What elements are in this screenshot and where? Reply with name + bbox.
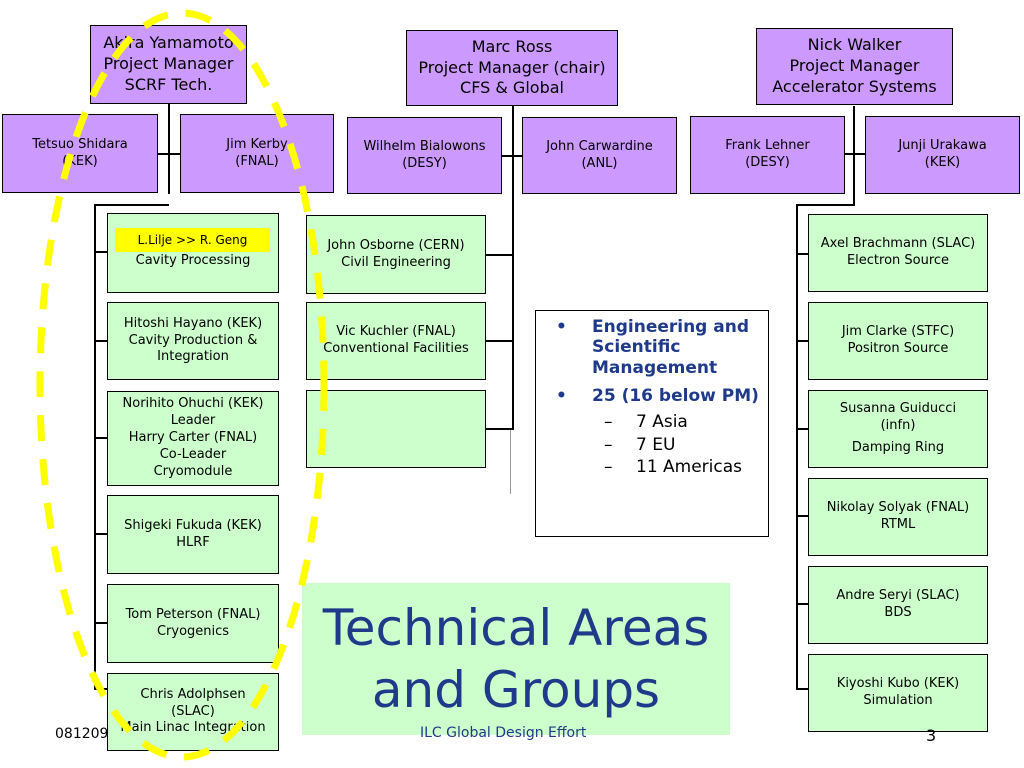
deputy-name: Wilhelm Bialowons	[363, 138, 486, 154]
manager-role: Project Manager	[789, 56, 920, 76]
area-line: (infn)	[880, 417, 916, 433]
technical-area-box: Vic Kuchler (FNAL) Conventional Faciliti…	[306, 302, 486, 380]
technical-area-box-empty	[306, 390, 486, 468]
technical-area-box: Hitoshi Hayano (KEK) Cavity Production &…	[107, 302, 279, 380]
deputy-box: Jim Kerby (FNAL)	[180, 114, 334, 193]
summary-box: Engineering and Scientific Management 25…	[535, 310, 769, 537]
manager-area: Accelerator Systems	[772, 76, 937, 96]
deputy-box: John Carwardine (ANL)	[522, 117, 677, 194]
deputy-lab: (ANL)	[581, 155, 618, 171]
technical-area-box: Chris Adolphsen (SLAC) Main Linac Integr…	[107, 673, 279, 751]
manager-name: Marc Ross	[471, 36, 553, 56]
area-line: Andre Seryi (SLAC)	[836, 588, 960, 604]
highlight-note: L.Lilje >> R. Geng	[115, 228, 270, 252]
area-line: Co-Leader	[159, 446, 227, 462]
area-line: Simulation	[863, 693, 933, 708]
area-line: Civil Engineering	[341, 254, 451, 270]
area-line: Electron Source	[846, 253, 950, 268]
deputy-lab: (KEK)	[62, 153, 98, 169]
area-line: Main Linac Integration	[120, 720, 266, 736]
area-line: Kiyoshi Kubo (KEK)	[836, 676, 960, 692]
area-line: Hitoshi Hayano (KEK)	[123, 315, 263, 331]
area-line: BDS	[884, 605, 912, 620]
area-line: Harry Carter (FNAL)	[128, 430, 258, 446]
area-line: John Osborne (CERN)	[327, 237, 465, 253]
deputy-name: John Carwardine	[546, 138, 653, 154]
technical-area-box: John Osborne (CERN) Civil Engineering	[306, 215, 486, 294]
area-line: Jim Clarke (STFC)	[841, 324, 955, 340]
summary-sub-bullet: 7 EU	[544, 434, 760, 457]
area-line: Vic Kuchler (FNAL)	[336, 324, 456, 340]
area-line: (SLAC)	[171, 703, 215, 719]
slide-number: 3	[926, 726, 937, 745]
area-line: Shigeki Fukuda (KEK)	[124, 517, 262, 533]
area-line: Susanna Guiducci	[839, 400, 957, 416]
area-line: Conventional Facilities	[323, 341, 469, 356]
area-line: Leader	[170, 413, 216, 429]
manager-box-as: Nick Walker Project Manager Accelerator …	[756, 28, 953, 105]
manager-area: CFS & Global	[460, 78, 564, 98]
area-line: RTML	[880, 517, 916, 532]
area-line: Tom Peterson (FNAL)	[125, 606, 261, 622]
technical-area-box: Tom Peterson (FNAL) Cryogenics	[107, 584, 279, 663]
deputy-name: Frank Lehner	[725, 138, 810, 154]
deputy-name: Jim Kerby	[226, 136, 288, 152]
technical-area-box: L.Lilje >> R. Geng Cavity Processing	[107, 213, 279, 293]
deputy-box: Wilhelm Bialowons (DESY)	[347, 117, 502, 194]
technical-area-box: Jim Clarke (STFC) Positron Source	[808, 302, 988, 380]
area-line: Damping Ring	[851, 440, 945, 456]
deputy-name: Junji Urakawa	[898, 138, 987, 154]
summary-bullet: Engineering and Scientific Management	[544, 317, 760, 378]
manager-role: Project Manager	[103, 54, 234, 74]
slide-title: and Groups	[371, 661, 661, 719]
slide-title-box: Technical Areas and Groups	[302, 583, 730, 735]
area-line: Axel Brachmann (SLAC)	[820, 236, 976, 252]
summary-bullet: 25 (16 below PM)	[544, 386, 760, 407]
area-line: Cryogenics	[156, 623, 230, 639]
deputy-box: Tetsuo Shidara (KEK)	[2, 114, 158, 193]
manager-area: SCRF Tech.	[124, 74, 213, 94]
deputy-box: Frank Lehner (DESY)	[690, 116, 845, 194]
area-line: Nikolay Solyak (FNAL)	[826, 500, 970, 516]
area-line: Norihito Ohuchi (KEK)	[122, 396, 264, 412]
manager-name: Nick Walker	[807, 35, 902, 55]
deputy-name: Tetsuo Shidara	[32, 136, 128, 152]
area-line: Cavity Processing	[135, 253, 251, 268]
manager-box-scrf: Akira Yamamoto Project Manager SCRF Tech…	[90, 25, 247, 104]
footer-organization: ILC Global Design Effort	[420, 725, 587, 741]
technical-area-box: Kiyoshi Kubo (KEK) Simulation	[808, 654, 988, 732]
deputy-lab: (KEK)	[924, 155, 961, 170]
technical-area-box: Norihito Ohuchi (KEK) Leader Harry Carte…	[107, 391, 279, 486]
deputy-lab: (DESY)	[745, 155, 790, 170]
manager-name: Akira Yamamoto	[103, 33, 234, 53]
technical-area-box: Axel Brachmann (SLAC) Electron Source	[808, 214, 988, 292]
footer-date: 081209	[55, 726, 109, 742]
area-line: Chris Adolphsen	[140, 686, 246, 702]
deputy-lab: (DESY)	[402, 155, 447, 171]
area-line: Cryomodule	[153, 463, 233, 479]
technical-area-box: Susanna Guiducci (infn) Damping Ring	[808, 390, 988, 468]
deputy-box: Junji Urakawa (KEK)	[865, 116, 1020, 194]
area-line: Integration	[157, 349, 229, 365]
technical-area-box: Andre Seryi (SLAC) BDS	[808, 566, 988, 644]
area-line: Cavity Production &	[128, 332, 258, 348]
technical-area-box: Shigeki Fukuda (KEK) HLRF	[107, 495, 279, 574]
summary-sub-bullet: 11 Americas	[544, 456, 760, 479]
slide-title: Technical Areas	[322, 598, 710, 657]
deputy-lab: (FNAL)	[235, 153, 279, 169]
manager-role: Project Manager (chair)	[418, 57, 606, 77]
area-line: HLRF	[176, 534, 210, 550]
area-line: Positron Source	[847, 341, 949, 356]
technical-area-box: Nikolay Solyak (FNAL) RTML	[808, 478, 988, 556]
manager-box-cfs: Marc Ross Project Manager (chair) CFS & …	[406, 30, 618, 106]
summary-sub-bullet: 7 Asia	[544, 411, 760, 434]
